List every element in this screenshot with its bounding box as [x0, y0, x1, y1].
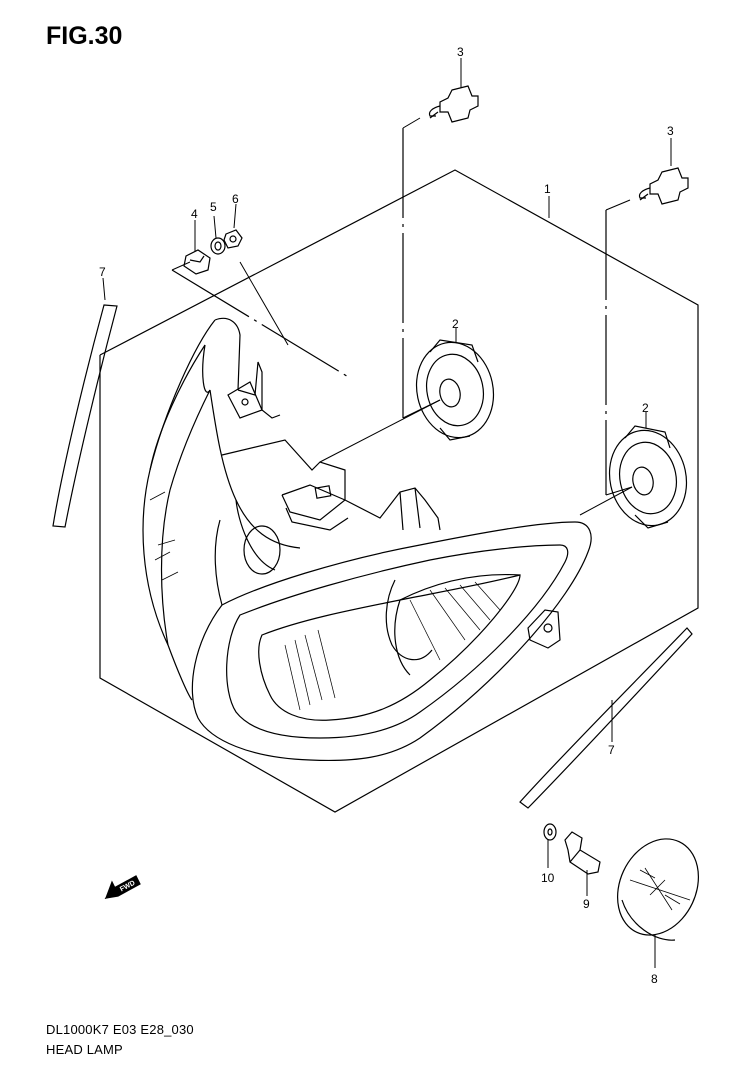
nut	[223, 229, 243, 249]
callout-6: 6	[232, 192, 239, 206]
callout-7b: 7	[608, 743, 615, 757]
fwd-arrow-icon	[104, 875, 141, 899]
bulb-upper	[428, 85, 479, 123]
callout-7a: 7	[99, 265, 106, 279]
seal-left	[52, 304, 118, 528]
cover-cap	[616, 838, 700, 941]
bulb-lower	[638, 167, 689, 205]
callout-8: 8	[651, 972, 658, 986]
bulb-socket-lower	[608, 425, 688, 529]
callout-2a: 2	[452, 317, 459, 331]
figure-code: DL1000K7 E03 E28_030	[46, 1022, 194, 1037]
figure-name: HEAD LAMP	[46, 1042, 123, 1057]
seal-right	[519, 627, 693, 809]
callout-3a: 3	[457, 45, 464, 59]
bulb-socket-upper	[415, 339, 495, 441]
callout-10: 10	[541, 871, 555, 885]
callout-3b: 3	[667, 124, 674, 138]
figure-title: FIG.30	[46, 22, 123, 50]
callout-9: 9	[583, 897, 590, 911]
callout-4: 4	[191, 207, 198, 221]
callout-2b: 2	[642, 401, 649, 415]
callout-5: 5	[210, 200, 217, 214]
headlamp-housing	[142, 317, 592, 762]
callout-leaders	[102, 58, 672, 968]
callout-1: 1	[544, 182, 551, 196]
washer-collar	[210, 237, 226, 255]
assembly-outline	[99, 169, 699, 813]
screw	[564, 831, 601, 875]
leader-lines	[171, 128, 607, 495]
small-washer	[543, 823, 557, 841]
grommet	[183, 249, 211, 275]
